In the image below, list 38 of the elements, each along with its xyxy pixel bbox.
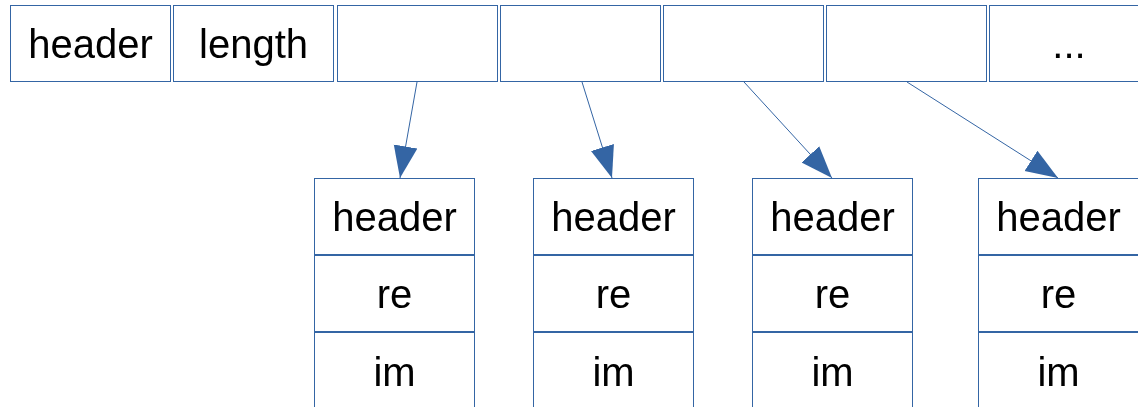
- cell: [314, 178, 475, 255]
- empty-cell: [500, 5, 661, 82]
- cell: [752, 332, 913, 407]
- cell: [989, 5, 1138, 82]
- cell-text: header: [551, 196, 676, 237]
- cell-text: re: [814, 273, 851, 314]
- cell-text: length: [199, 23, 308, 64]
- cell-text: header: [332, 196, 457, 237]
- cell: [752, 255, 913, 332]
- cell: [533, 178, 694, 255]
- cell: [173, 5, 334, 82]
- cell-text: im: [373, 352, 416, 392]
- empty-cell: [663, 5, 824, 82]
- cell: [978, 178, 1138, 255]
- cell: [978, 332, 1138, 407]
- cell: [752, 178, 913, 255]
- arrow: [581, 81, 614, 179]
- cell-text: im: [811, 352, 854, 392]
- cell-text: header: [770, 196, 895, 237]
- arrow: [906, 81, 1059, 179]
- empty-cell: [337, 5, 498, 82]
- cell-text: re: [595, 273, 632, 314]
- cell-text: header: [996, 196, 1121, 237]
- cell-text: im: [592, 352, 635, 392]
- cell: [978, 255, 1138, 332]
- cell-text: re: [1040, 273, 1077, 314]
- cell-text: ...: [1052, 23, 1086, 64]
- arrow: [743, 81, 833, 179]
- cell-text: im: [1037, 352, 1080, 392]
- cell: [314, 332, 475, 407]
- cell: [10, 5, 171, 82]
- cell-text: header: [28, 23, 153, 64]
- arrow: [393, 81, 418, 179]
- cell: [533, 332, 694, 407]
- cell: [533, 255, 694, 332]
- cell-text: re: [376, 273, 413, 314]
- cell: [314, 255, 475, 332]
- empty-cell: [826, 5, 987, 82]
